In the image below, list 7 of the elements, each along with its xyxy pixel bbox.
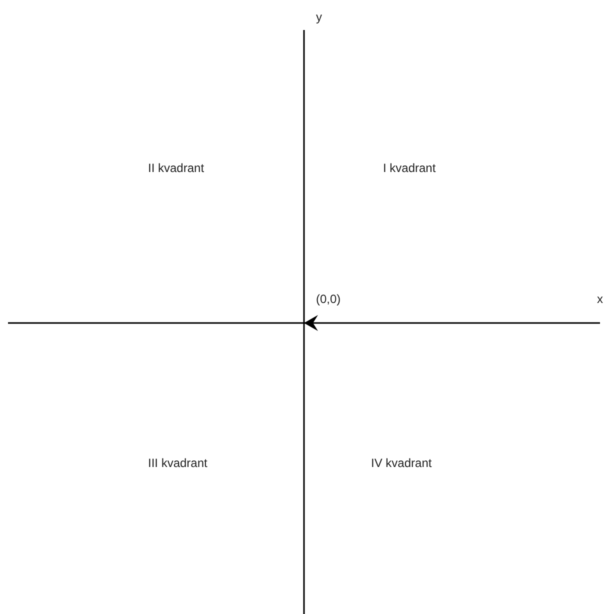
axis-label: x: [597, 292, 603, 306]
quadrant-label: III kvadrant: [148, 456, 208, 470]
quadrant-label: II kvadrant: [148, 161, 204, 175]
quadrant-label: IV kvadrant: [371, 456, 432, 470]
axis-label: y: [316, 10, 322, 24]
origin-label: (0,0): [316, 292, 341, 306]
quadrant-label: I kvadrant: [383, 161, 436, 175]
